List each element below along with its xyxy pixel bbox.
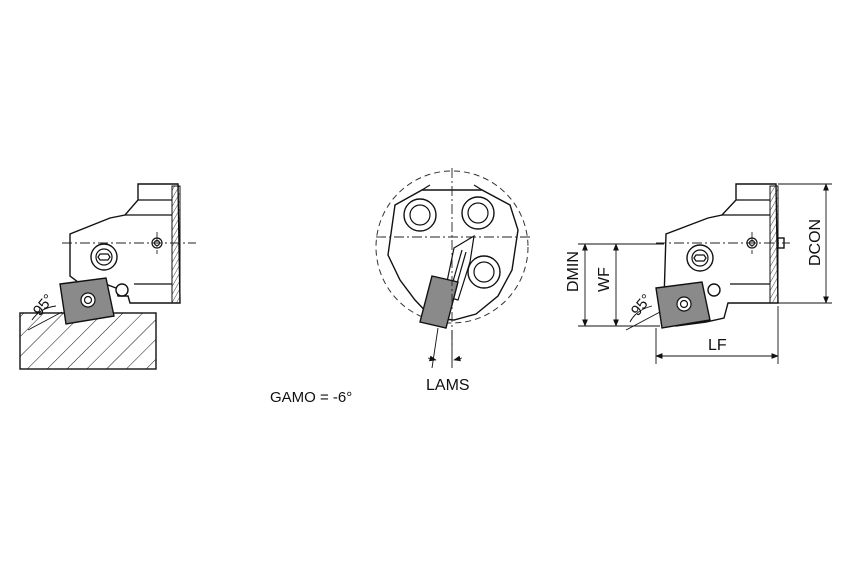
lams-label: LAMS	[426, 377, 470, 394]
left-angle-arc	[31, 305, 57, 321]
wf-label: WF	[596, 267, 613, 292]
gamo-label: GAMO = -6°	[270, 389, 352, 406]
left-knurl-band	[171, 185, 181, 304]
right-view: 95° DMIN WF DCON LF	[565, 183, 832, 364]
left-view: 95°	[19, 183, 196, 370]
center-insert	[419, 275, 459, 329]
outer-dashed-circle	[375, 170, 529, 324]
lf-label: LF	[708, 337, 727, 354]
center-bolt-top-left-icon	[403, 198, 437, 232]
left-insert-screw-icon	[80, 292, 96, 308]
left-clamp-screw-icon	[90, 243, 118, 271]
workpiece	[19, 312, 157, 370]
right-angle-label: 95°	[628, 291, 656, 319]
right-clamp-screw-icon	[686, 244, 714, 272]
right-knurl-band	[769, 185, 779, 304]
dcon-label: DCON	[807, 219, 824, 266]
center-bolt-bottom-icon	[467, 255, 501, 289]
center-bolt-top-right-icon	[461, 196, 495, 230]
dmin-label: DMIN	[565, 251, 582, 292]
center-view: LAMS	[375, 168, 530, 394]
right-insert-screw-icon	[676, 296, 692, 312]
